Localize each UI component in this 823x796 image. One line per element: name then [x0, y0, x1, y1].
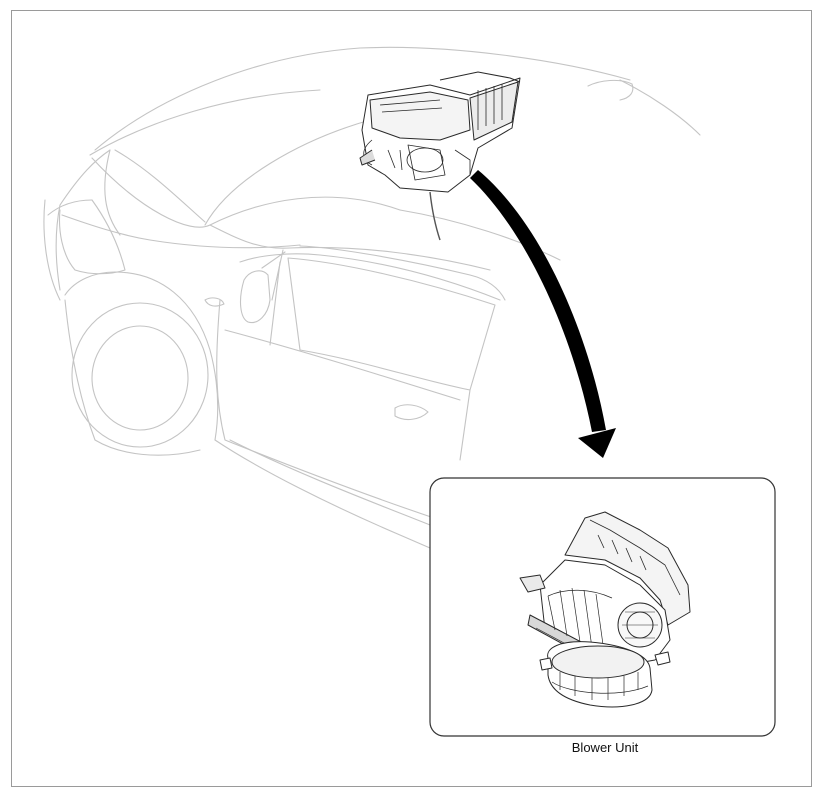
callout-label: Blower Unit — [571, 740, 639, 755]
blower-unit-icon — [519, 511, 691, 708]
pointer-arrow-icon — [470, 170, 616, 458]
drain-hose-icon — [429, 191, 441, 241]
car-outline-icon — [43, 46, 701, 549]
hvac-module-icon — [359, 71, 521, 193]
